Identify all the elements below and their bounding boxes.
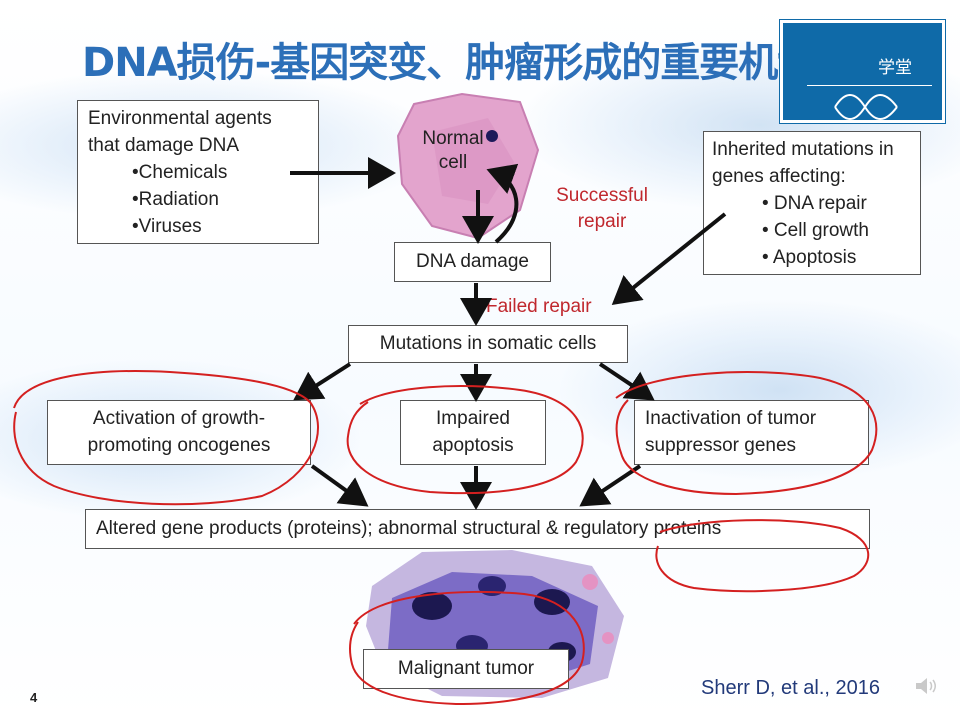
successful-repair-label: Successful repair [556, 185, 648, 232]
environmental-agents-box: Environmental agents that damage DNA •Ch… [77, 100, 319, 244]
annotation-circle [655, 519, 870, 593]
annotation-circle [13, 370, 319, 506]
altered-gene-products-box: Altered gene products (proteins); abnorm… [85, 509, 870, 549]
normal-cell-label: Normal cell [422, 128, 484, 173]
logo: 学堂 [780, 20, 945, 123]
mutations-somatic-box: Mutations in somatic cells [348, 325, 628, 363]
list-item: • Apoptosis [762, 247, 857, 268]
impaired-apoptosis-box: Impaired apoptosis [400, 400, 546, 465]
list-item: • Cell growth [762, 220, 869, 241]
arrow-mutations-to-activation [293, 362, 352, 401]
inherited-mutations-list: • DNA repair • Cell growth • Apoptosis [712, 190, 912, 271]
page-number: 4 [30, 690, 38, 705]
activation-oncogenes-box: Activation of growth-promoting oncogenes [47, 400, 311, 465]
citation: Sherr D, et al., 2016 [701, 677, 880, 699]
arrow-inactivation-to-altered [579, 464, 642, 507]
slide-title: DNA损伤-基因突变、肿瘤形成的重要机制 [82, 40, 817, 86]
dna-damage-box: DNA damage [394, 242, 551, 282]
list-item: •Radiation [132, 189, 219, 210]
arrow-activation-to-altered [310, 464, 369, 507]
environmental-agents-title: Environmental agents that damage DNA [88, 108, 272, 156]
arrow-successful-repair [486, 163, 519, 244]
annotation-circle [349, 590, 585, 706]
normal-cell-image [396, 92, 540, 240]
malignant-tumor-box: Malignant tumor [363, 649, 569, 689]
annotation-circle [346, 385, 584, 495]
annotation-circle [615, 371, 878, 496]
list-item: •Viruses [132, 216, 202, 237]
failed-repair-label: Failed repair [486, 296, 592, 317]
list-item: • DNA repair [762, 193, 867, 214]
dna-helix-icon [834, 94, 898, 120]
environmental-agents-list: •Chemicals •Radiation •Viruses [88, 159, 308, 240]
logo-text: 学堂 [878, 58, 912, 78]
logo-rule [807, 85, 932, 86]
arrow-mutations-to-inactivation [598, 362, 655, 401]
arrow-inherited-to-mutations [611, 212, 727, 306]
inherited-mutations-title: Inherited mutations in genes affecting: [712, 139, 894, 187]
list-item: •Chemicals [132, 162, 228, 183]
speaker-icon[interactable] [914, 676, 938, 696]
inherited-mutations-box: Inherited mutations in genes affecting: … [703, 131, 921, 275]
inactivation-suppressor-box: Inactivation of tumor suppressor genes [634, 400, 869, 465]
